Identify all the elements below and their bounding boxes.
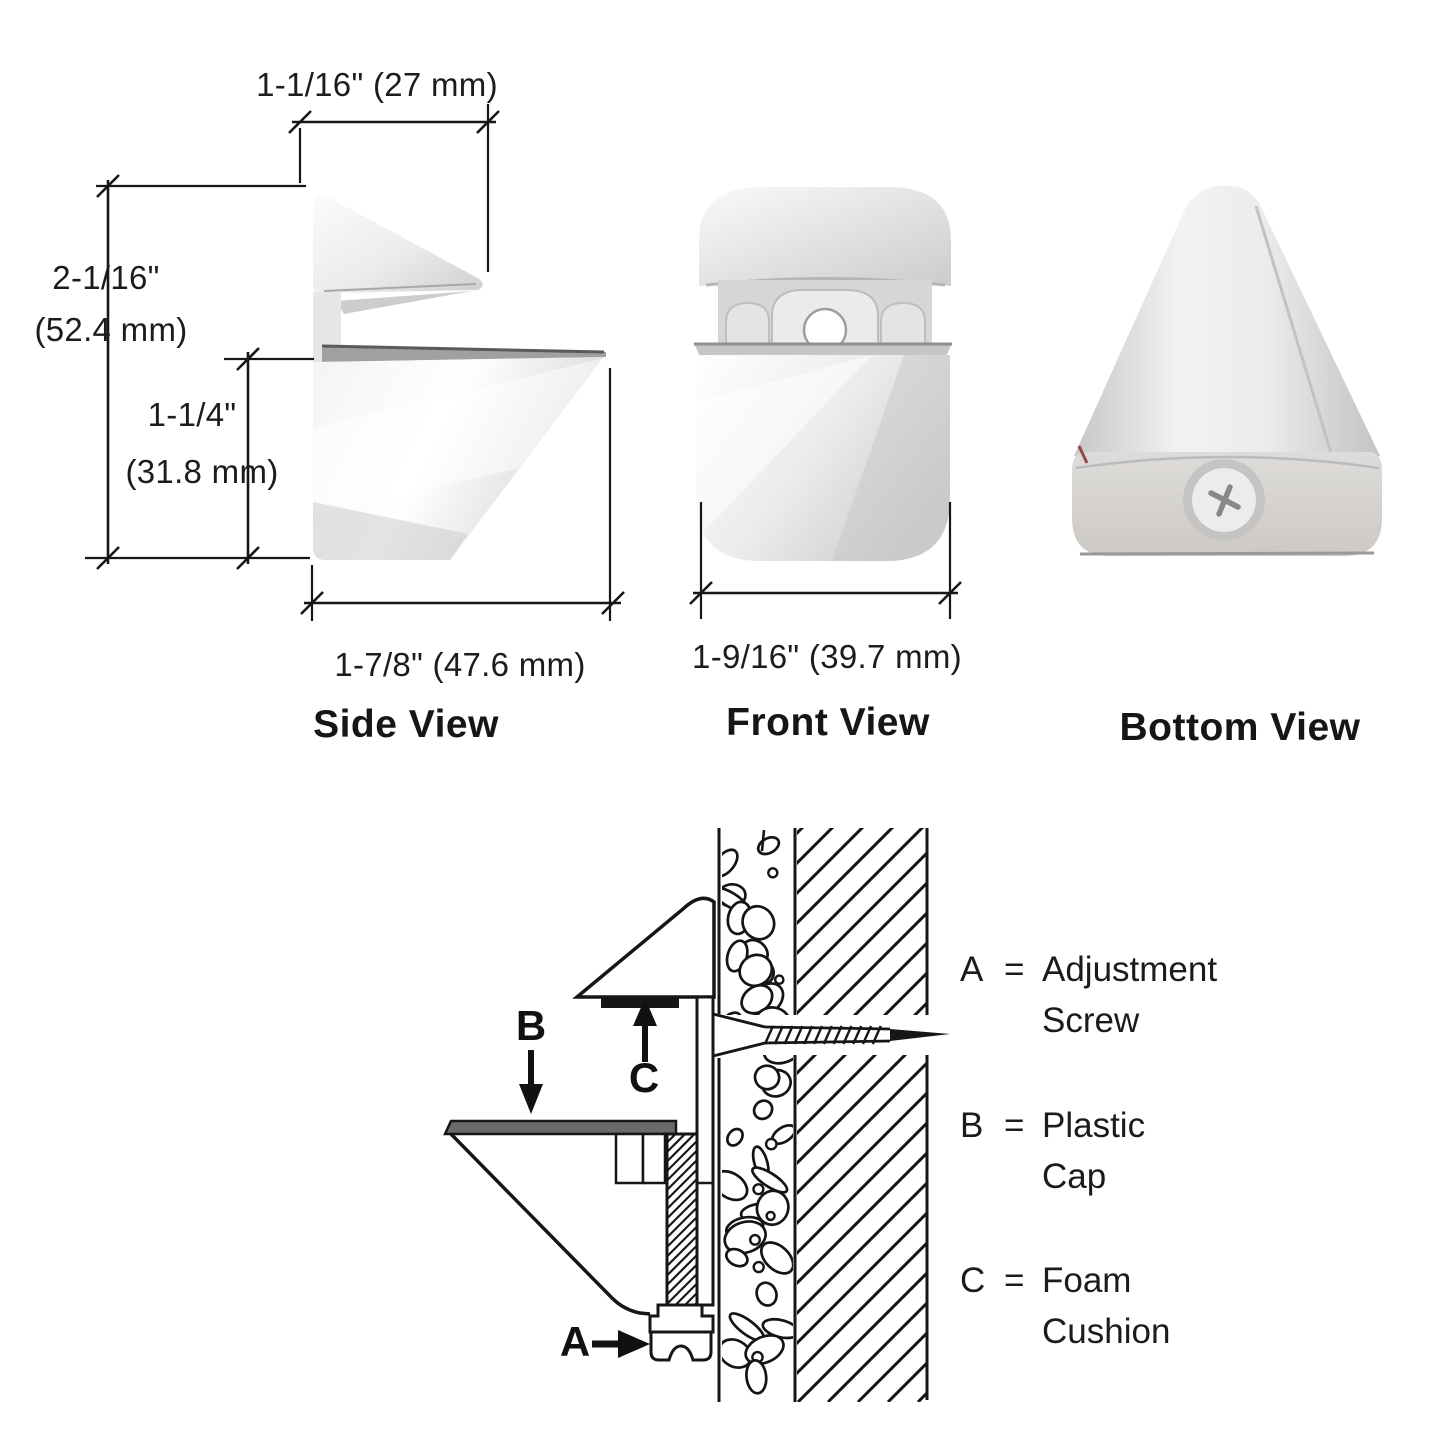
installation-diagram: [443, 828, 953, 1402]
marker-c-label: C: [628, 1054, 660, 1101]
side-top-wedge: [313, 195, 483, 293]
phillips-screw-icon: [1208, 484, 1241, 517]
equals-sign: =: [1004, 1261, 1025, 1300]
dim-lower-height-inches: 1-1/4": [147, 396, 237, 433]
side-shelf-strip: [322, 345, 606, 362]
dim-side-width-label: 1-7/8" (47.6 mm): [334, 646, 586, 683]
marker-a-label: A: [559, 1318, 591, 1365]
marker-b-label: B: [515, 1002, 547, 1049]
section-bottom-wedge: [449, 1132, 651, 1316]
side-clamp-jaw: [336, 291, 472, 314]
dim-total-height-mm: (52.4 mm): [34, 311, 188, 348]
plaster-aggregate: [722, 835, 793, 1395]
bottom-cone: [1074, 185, 1380, 456]
plastic-cap: [614, 1132, 713, 1185]
screw-flange: [648, 1303, 715, 1334]
legend-key: A: [960, 950, 984, 989]
side-view-label: Side View: [313, 703, 499, 746]
legend-key: C: [960, 1261, 986, 1300]
bottom-view-label: Bottom View: [1119, 706, 1361, 749]
dim-lower-height-mm: (31.8 mm): [125, 453, 279, 490]
legend-text: Cap: [1042, 1157, 1107, 1196]
side-view-drawing: [313, 195, 606, 560]
section-top-clamp: [572, 896, 716, 999]
legend-text: Foam: [1042, 1261, 1132, 1300]
front-dome: [699, 187, 951, 286]
front-view-drawing: [694, 187, 952, 561]
bottom-view-drawing: [1072, 185, 1382, 556]
callout-arrows: [519, 998, 657, 1358]
foam-cushion: [601, 997, 679, 1008]
front-view-label: Front View: [726, 701, 930, 744]
wall-lines: [717, 828, 929, 1402]
dimension-lines: [85, 104, 962, 621]
legend-text: Screw: [1042, 1001, 1140, 1040]
wall-hatch-lines: [797, 828, 927, 1402]
dim-front-width-label: 1-9/16" (39.7 mm): [692, 638, 962, 675]
front-right-arch: [880, 301, 926, 347]
front-left-arch: [725, 301, 770, 347]
dim-total-height-inches: 2-1/16": [52, 259, 160, 296]
legend-key: B: [960, 1106, 984, 1145]
legend-text: Cushion: [1042, 1312, 1171, 1351]
adjustment-screw-head: [649, 1330, 713, 1362]
wall-screw: [712, 1012, 950, 1058]
legend-text: Adjustment: [1042, 950, 1218, 989]
legend-text: Plastic: [1042, 1106, 1146, 1145]
equals-sign: =: [1004, 1106, 1025, 1145]
dim-top-width-label: 1-1/16" (27 mm): [256, 66, 498, 103]
back-plate: [695, 995, 715, 1307]
front-lip: [694, 343, 952, 357]
section-shelf: [443, 1119, 678, 1136]
equals-sign: =: [1004, 950, 1025, 989]
